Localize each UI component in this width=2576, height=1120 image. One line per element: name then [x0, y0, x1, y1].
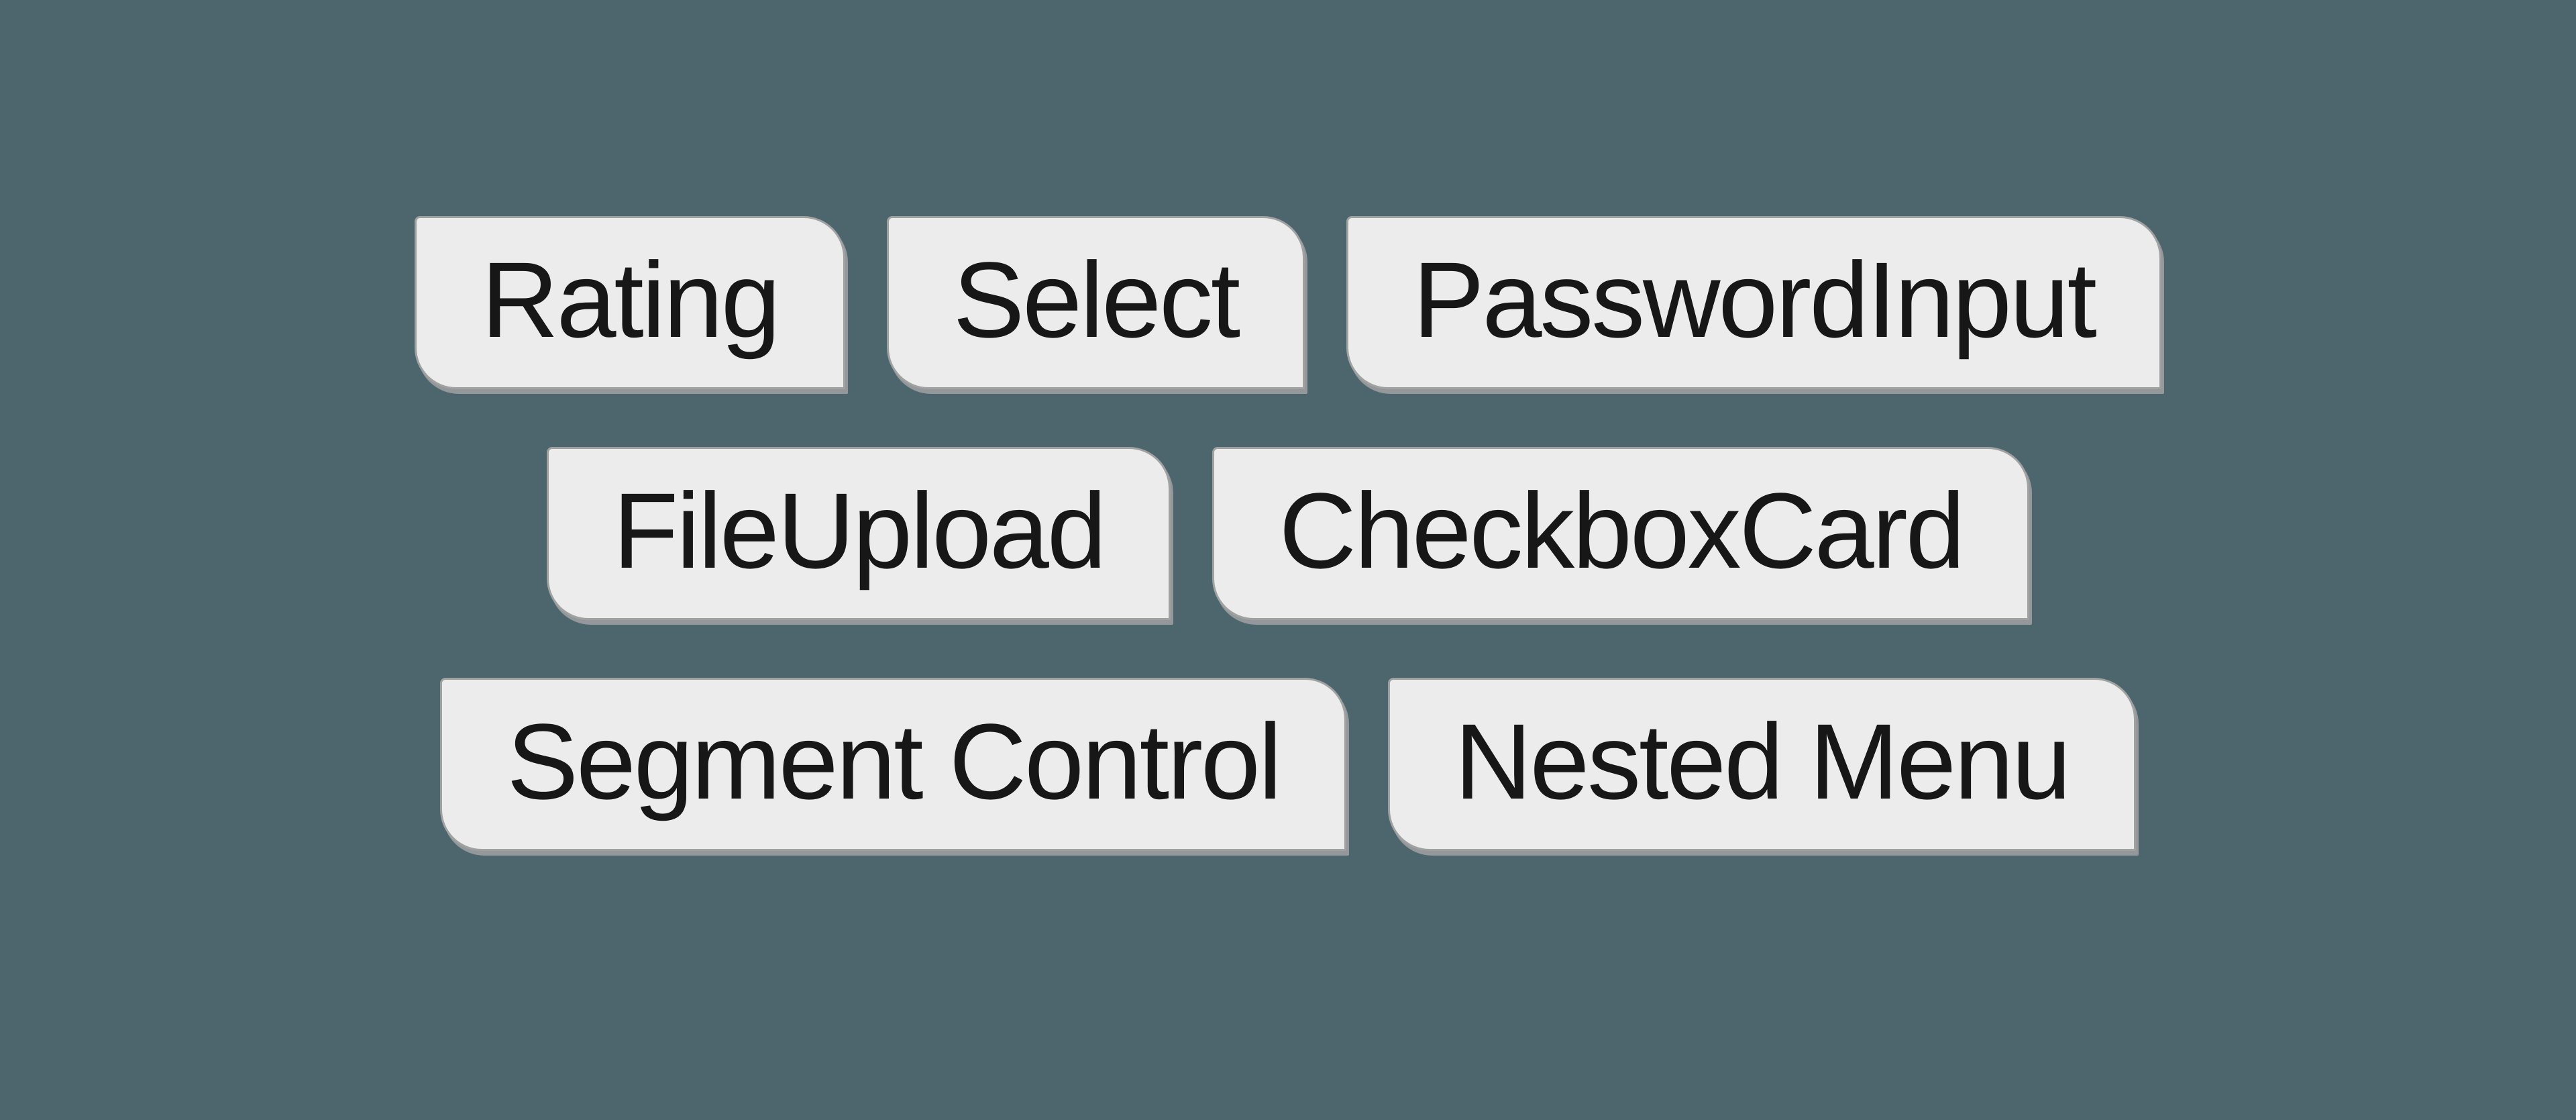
tag-file-upload[interactable]: FileUpload	[546, 447, 1171, 620]
tag-rating[interactable]: Rating	[415, 216, 845, 389]
tag-select[interactable]: Select	[886, 216, 1305, 389]
tag-password-input[interactable]: PasswordInput	[1346, 216, 2161, 389]
tag-nested-menu[interactable]: Nested Menu	[1388, 678, 2136, 851]
tag-checkbox-card[interactable]: CheckboxCard	[1212, 447, 2030, 620]
tag-row-1: Rating Select PasswordInput	[415, 216, 2161, 389]
tag-row-2: FileUpload CheckboxCard	[546, 447, 2030, 620]
tag-segment-control[interactable]: Segment Control	[440, 678, 1347, 851]
tag-grid: Rating Select PasswordInput FileUpload C…	[0, 216, 2576, 909]
tag-row-3: Segment Control Nested Menu	[440, 678, 2136, 851]
